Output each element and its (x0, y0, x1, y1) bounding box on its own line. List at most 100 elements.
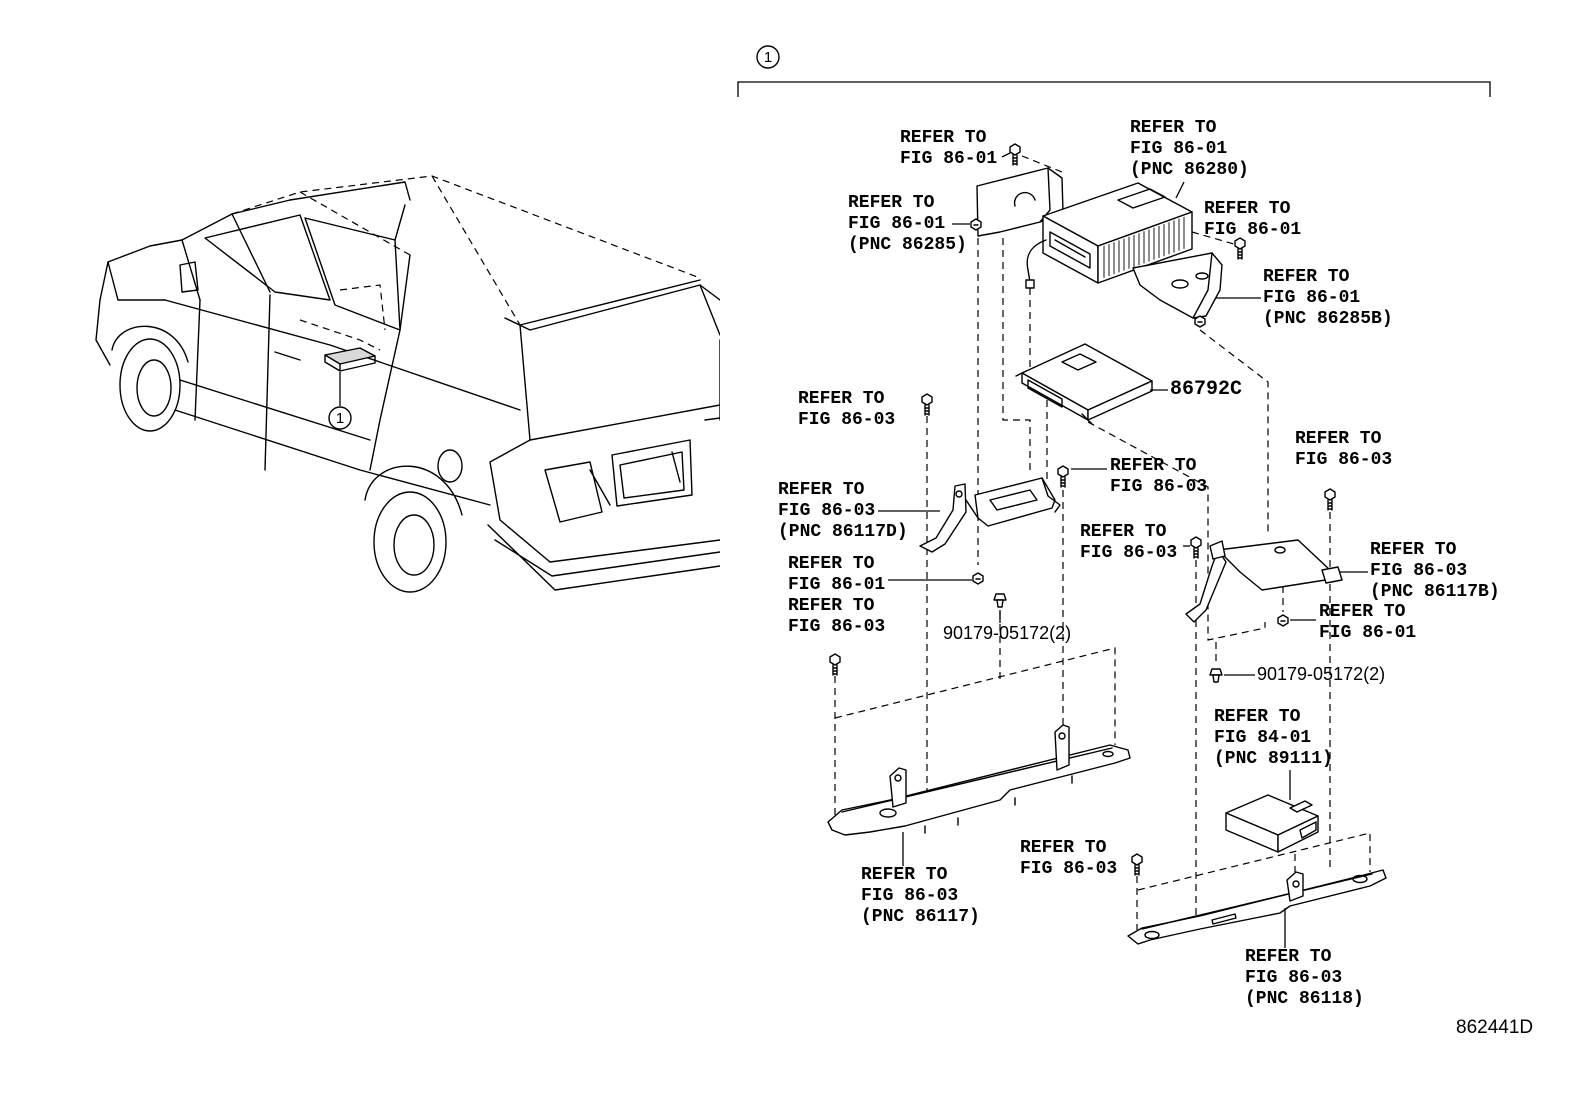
module-plug (1299, 821, 1317, 839)
rear-wheel (373, 491, 447, 593)
crossmember-86118 (1127, 869, 1387, 945)
ref-label-bracket-86285b[interactable]: REFER TO FIG 86-01 (PNC 86285B) (1263, 267, 1393, 329)
ref-label-amplifier-86280[interactable]: REFER TO FIG 86-01 (PNC 86280) (1130, 118, 1249, 180)
ref-label-bracket-86285[interactable]: REFER TO FIG 86-01 (PNC 86285) (848, 193, 967, 255)
module-connector (1289, 800, 1313, 813)
guide-line (1002, 238, 1031, 470)
crossmember-body (827, 744, 1131, 836)
interior-outline (299, 284, 386, 351)
bolt-icon (1324, 488, 1336, 511)
bolt-icon (1190, 536, 1202, 559)
front-wheel-arch (111, 325, 189, 363)
crossmember-86117 (827, 724, 1131, 836)
bracket-plate (1132, 252, 1223, 319)
bolt-icon (1009, 143, 1021, 166)
clip-icon (1209, 668, 1223, 683)
bolt-icon (1131, 853, 1143, 876)
tab-hole (894, 774, 902, 782)
ref-label-crossmember-86118[interactable]: REFER TO FIG 86-03 (PNC 86118) (1245, 947, 1364, 1009)
vehicle-callout-circle[interactable] (328, 406, 352, 430)
bracket-slot (1195, 272, 1209, 280)
ref-label-bracket-86117d[interactable]: REFER TO FIG 86-03 (PNC 86117D) (778, 480, 908, 542)
ref-label-bolt-center-lower[interactable]: REFER TO FIG 86-03 (1080, 522, 1178, 563)
part-number-clip-right[interactable]: 90179-05172(2) (1257, 664, 1386, 684)
amplifier-86280 (1025, 182, 1193, 289)
front-fascia (99, 199, 291, 301)
amplifier-connector (1049, 231, 1091, 269)
bracket-hole (1013, 191, 1036, 207)
crossmember-body (1127, 869, 1387, 945)
assembly-guide-lines (834, 155, 1371, 932)
ref-label-nut-right[interactable]: REFER TO FIG 86-01 (1319, 602, 1417, 643)
crossmember-hole (1352, 874, 1368, 884)
part-number-clip-left[interactable]: 90179-05172(2) (943, 623, 1072, 643)
guide-line (834, 647, 1116, 818)
amplifier-location (324, 347, 376, 365)
ref-label-bracket-86117b[interactable]: REFER TO FIG 86-03 (PNC 86117B) (1370, 540, 1500, 602)
crossmember-studs (924, 775, 1073, 834)
crossmember-slot (1211, 913, 1237, 925)
ref-label-bolt-left-lower[interactable]: REFER TO FIG 86-03 (788, 596, 886, 637)
ref-label-bolt-lower-right[interactable]: REFER TO FIG 86-03 (1020, 838, 1118, 879)
amplifier-heatsink (1103, 216, 1185, 278)
bolt-icon (829, 653, 841, 676)
nut-icon (1277, 614, 1289, 627)
assembly-callout[interactable]: 1 (756, 45, 780, 69)
ref-label-module-89111[interactable]: REFER TO FIG 84-01 (PNC 89111) (1214, 707, 1333, 769)
part-number-ecu[interactable]: 86792C (1170, 378, 1243, 401)
crossmember-edge (1141, 873, 1373, 930)
crossmember-tab (1054, 724, 1070, 771)
rear-window (519, 284, 720, 441)
ref-label-bolt-right-upper[interactable]: REFER TO FIG 86-03 (1295, 429, 1393, 470)
ref-label-amp-bolt-top[interactable]: REFER TO FIG 86-01 (900, 128, 998, 169)
assembly-callout-number[interactable]: 1 (764, 49, 772, 66)
fuel-door (437, 449, 463, 483)
bracket-window (989, 489, 1038, 511)
leader-lines (878, 152, 1368, 948)
leader-line (1175, 181, 1185, 199)
roof-edge (289, 181, 411, 241)
nut-icon (1194, 315, 1206, 328)
nut-icon (972, 572, 984, 585)
vehicle-callout-number[interactable]: 1 (336, 410, 344, 427)
ref-label-bolt-left-upper[interactable]: REFER TO FIG 86-03 (798, 389, 896, 430)
nut-icon (970, 218, 982, 231)
roof-outline (231, 175, 701, 326)
bracket-tab (1209, 540, 1226, 560)
crossmember-hole (1144, 930, 1160, 940)
ref-label-bolt-center[interactable]: REFER TO FIG 86-03 (1110, 456, 1208, 497)
license-plate (611, 439, 693, 507)
assembly-callout-circle[interactable] (756, 45, 780, 69)
rear-spoiler (504, 279, 720, 331)
side-door (179, 261, 301, 471)
ref-label-nut-left[interactable]: REFER TO FIG 86-01 (788, 554, 886, 595)
bracket-hole (955, 490, 963, 498)
ecu-86792c (1015, 343, 1153, 425)
ref-label-crossmember-86117[interactable]: REFER TO FIG 86-03 (PNC 86117) (861, 865, 980, 927)
bracket-leg (1185, 549, 1227, 623)
amplifier-side (1097, 211, 1193, 284)
assembly-bracket-line (737, 81, 1491, 97)
wire-terminal (1025, 279, 1035, 289)
crossmember-tab (889, 767, 907, 808)
bracket-fold (1192, 252, 1213, 319)
amplifier-label-plate (1117, 188, 1166, 209)
amplifier-wire (1026, 239, 1047, 283)
vehicle-callout[interactable]: 1 (328, 406, 352, 430)
bracket-top-plate (974, 477, 1056, 527)
rear-wheel-arch (364, 465, 463, 516)
bracket-hole (1274, 546, 1286, 554)
a-pillar (181, 213, 271, 301)
guide-line (1199, 329, 1269, 535)
module-89111 (1225, 794, 1319, 853)
tailgate (489, 439, 720, 563)
front-wheel (119, 338, 181, 432)
ref-label-amp-bolt-right[interactable]: REFER TO FIG 86-01 (1204, 199, 1302, 240)
tab-hole (1292, 880, 1300, 888)
bolt-icon (1234, 237, 1246, 260)
tail-light (544, 461, 611, 523)
crossmember-hole (1102, 750, 1114, 758)
clip-icon (993, 593, 1007, 608)
bracket-slot (1171, 279, 1189, 289)
